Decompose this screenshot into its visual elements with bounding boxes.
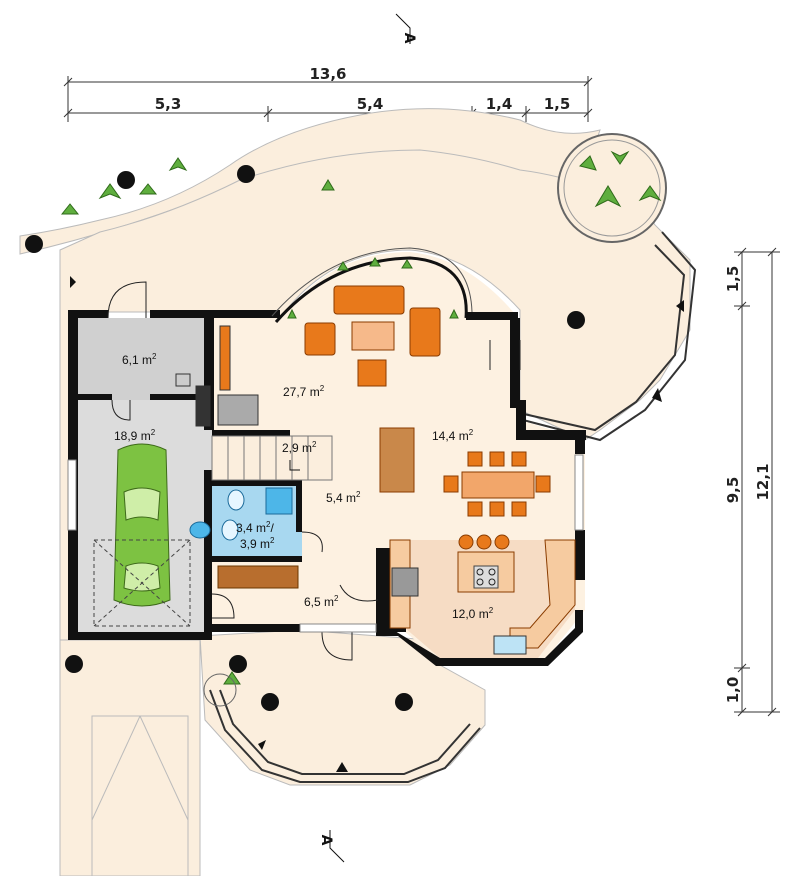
dim-overall-width: 13,6 (309, 65, 346, 83)
doors (107, 281, 521, 661)
living-furniture (304, 285, 441, 493)
room-label-living: 27,7 m2 (283, 384, 325, 399)
room-label-stairs: 2,9 m2 (282, 440, 317, 455)
section-mark-bottom: A (318, 830, 345, 863)
oven (391, 567, 419, 597)
room-label-bathroom: 3,4 m2/ (236, 520, 274, 535)
room-labels: 6,1 m2 18,9 m2 27,7 m2 14,4 m2 2,9 m2 5,… (114, 352, 494, 621)
bay-wall (274, 256, 468, 323)
entry-arrows (70, 276, 684, 772)
armchair-right (409, 307, 441, 357)
dim-seg-3: 1,4 (486, 95, 513, 113)
coffee-table (351, 321, 395, 351)
windows (67, 454, 584, 633)
dim-right-1: 1,5 (724, 266, 742, 293)
right-dimensions (734, 247, 780, 717)
stairs (211, 435, 333, 481)
car (93, 443, 191, 627)
washbasin (189, 521, 211, 539)
hall-bench (217, 565, 299, 589)
dim-seg-4: 1,5 (544, 95, 571, 113)
dim-seg-1: 5,3 (155, 95, 182, 113)
terrace-rail (209, 231, 697, 783)
shower (265, 487, 293, 515)
utility-fixtures (175, 325, 259, 427)
bath-fixtures (189, 487, 293, 541)
ottoman (357, 359, 387, 387)
dim-right-overall: 12,1 (754, 463, 772, 500)
dim-right-2: 9,5 (724, 477, 742, 504)
plants (60, 133, 667, 707)
columns (25, 165, 585, 711)
section-mark-bottom-label: A (318, 835, 334, 846)
kitchen-furniture (389, 534, 576, 655)
dim-right-3: 1,0 (724, 677, 742, 704)
room-label-hall: 5,4 m2 (326, 490, 361, 505)
dim-seg-2: 5,4 (357, 95, 384, 113)
stove (473, 565, 499, 589)
room-label-kitchen: 12,0 m2 (452, 606, 494, 621)
room-label-utility: 6,1 m2 (122, 352, 157, 367)
room-label-garage: 18,9 m2 (114, 428, 156, 443)
driveway (91, 715, 189, 876)
terrace (19, 108, 691, 876)
dining-table (461, 471, 535, 499)
armchair-left (304, 322, 336, 356)
room-label-vestibule: 6,5 m2 (304, 594, 339, 609)
shelf-unit (379, 427, 415, 493)
section-mark-top-label: A (401, 33, 417, 44)
room-label-dining: 14,4 m2 (432, 428, 474, 443)
toilet (227, 489, 245, 511)
dining-furniture (443, 451, 551, 517)
sink (493, 635, 527, 655)
sofa (333, 285, 405, 315)
room-label-bathroom-2: 3,9 m2 (240, 536, 275, 551)
section-mark-top: A (395, 13, 417, 44)
